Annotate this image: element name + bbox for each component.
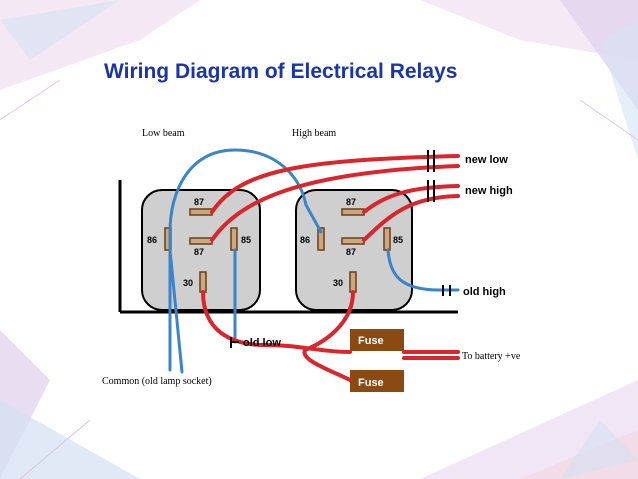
fuse-bottom-box [350, 370, 404, 392]
label-old-high: old high [463, 286, 506, 298]
relay-left-pin-86: 86 [147, 235, 157, 245]
label-fuse-top: Fuse [358, 335, 384, 347]
relay-left-pin-30: 30 [183, 278, 193, 288]
relay-right-pin-30: 30 [333, 278, 343, 288]
relay-right-body [295, 189, 413, 311]
label-new-high: new high [465, 185, 513, 197]
label-fuse-bottom: Fuse [358, 377, 384, 389]
label-common: Common (old lamp socket) [102, 376, 212, 387]
wire-blue-low-beam [168, 148, 323, 372]
label-to-battery: To battery +ve [462, 351, 521, 362]
wire-red-new-low-b [210, 164, 460, 242]
relay-right-pin-85: 85 [393, 235, 403, 245]
relay-right-pin-86: 86 [300, 235, 310, 245]
relay-left-pin-87a: 87 [194, 247, 204, 257]
wire-red-relay-left-30 [201, 290, 352, 354]
connector-marks [230, 150, 451, 348]
fuse-top-box [350, 329, 404, 351]
label-low-beam: Low beam [142, 128, 185, 139]
label-new-low: new low [465, 154, 508, 166]
relay-left-pin-87: 87 [194, 197, 204, 207]
wire-blue-old-high [386, 248, 460, 292]
wire-red-new-low-a [210, 154, 460, 214]
relay-left-pin-85: 85 [241, 235, 251, 245]
relay-right-pin-87a: 87 [346, 247, 356, 257]
wire-red-new-high-b [362, 194, 460, 242]
label-old-low: old low [243, 337, 281, 349]
wire-red-relay-right-30 [302, 290, 355, 382]
slide-title: Wiring Diagram of Electrical Relays [104, 60, 458, 83]
wire-red-new-high-a [362, 184, 460, 214]
wire-blue-common [168, 248, 184, 374]
relay-right-pin-87: 87 [346, 197, 356, 207]
label-high-beam: High beam [292, 128, 336, 139]
